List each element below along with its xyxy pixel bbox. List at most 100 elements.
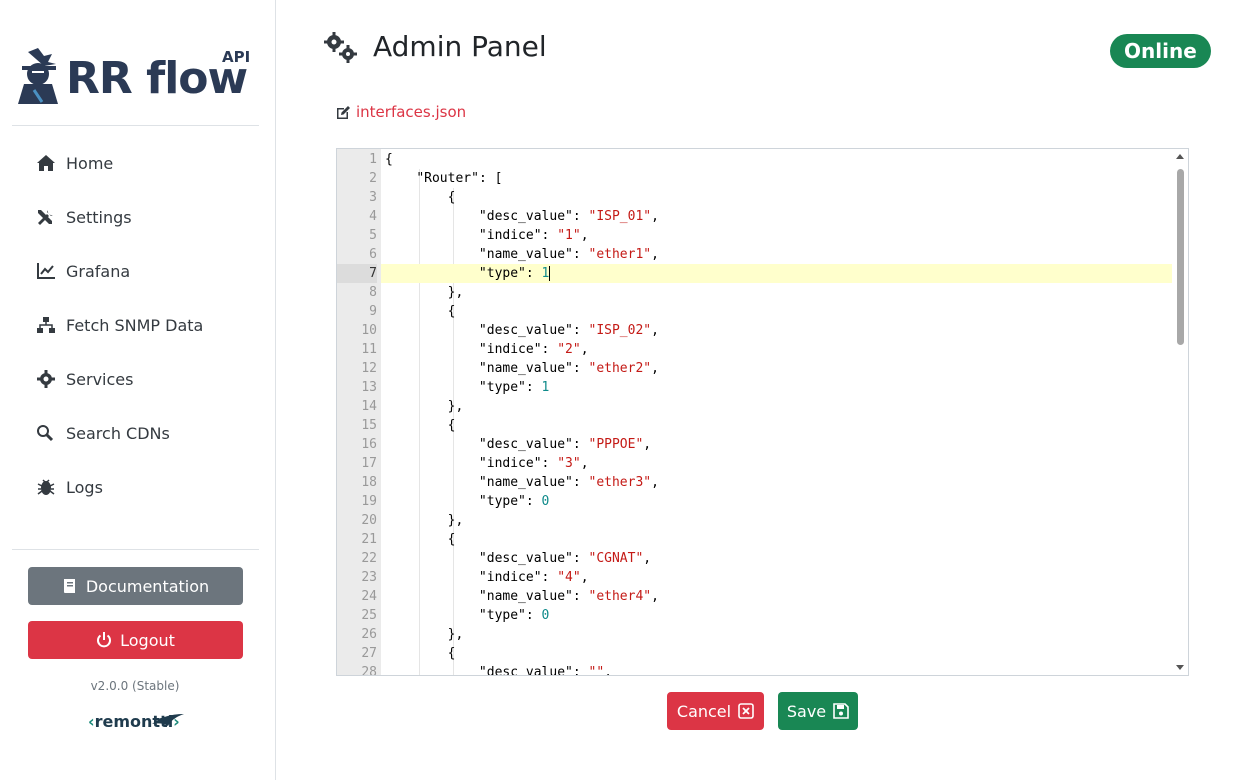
code-line[interactable]: "indice": "4", bbox=[381, 568, 1172, 587]
brand-bracket-right: › bbox=[173, 712, 180, 731]
code-line[interactable]: "desc_value": "", bbox=[381, 663, 1172, 675]
code-line[interactable]: }, bbox=[381, 511, 1172, 530]
sidebar-item-label: Settings bbox=[66, 207, 132, 227]
line-number: 18 bbox=[361, 475, 377, 490]
code-line[interactable]: { bbox=[381, 416, 1172, 435]
sidebar-item-label: Home bbox=[66, 153, 114, 173]
code-line-text: "type": 1 bbox=[478, 380, 550, 395]
code-line[interactable]: { bbox=[381, 644, 1172, 663]
sidebar-item-settings[interactable]: Settings bbox=[0, 190, 276, 244]
code-line[interactable]: { bbox=[381, 302, 1172, 321]
code-line[interactable]: "desc_value": "PPPOE", bbox=[381, 435, 1172, 454]
sidebar-item-logs[interactable]: Logs bbox=[0, 460, 276, 514]
code-line-text: "desc_value": "ISP_02", bbox=[478, 323, 659, 338]
code-line-text: { bbox=[385, 190, 456, 205]
line-number: 14 bbox=[361, 399, 377, 414]
floppy-disk-icon bbox=[833, 703, 849, 719]
code-line[interactable]: { bbox=[381, 150, 1172, 169]
line-number: 2 bbox=[369, 171, 377, 186]
power-icon bbox=[97, 632, 112, 648]
code-line[interactable]: "type": 0 bbox=[381, 492, 1172, 511]
code-line-text: "name_value": "ether3", bbox=[478, 475, 659, 490]
page-header: Admin Panel bbox=[323, 30, 547, 63]
tools-icon bbox=[38, 210, 53, 225]
sidebar-item-fetch-snmp[interactable]: Fetch SNMP Data bbox=[0, 298, 276, 352]
code-line-text: { bbox=[385, 532, 456, 547]
line-number: 23 bbox=[361, 570, 377, 585]
code-line[interactable]: "name_value": "ether2", bbox=[381, 359, 1172, 378]
code-line[interactable]: "Router": [ bbox=[381, 169, 1172, 188]
code-line-text: "indice": "3", bbox=[478, 456, 589, 471]
line-number: 12 bbox=[361, 361, 377, 376]
sidebar-item-label: Search CDNs bbox=[66, 423, 170, 443]
logout-button[interactable]: Logout bbox=[28, 621, 243, 659]
code-line[interactable]: "name_value": "ether1", bbox=[381, 245, 1172, 264]
code-line[interactable]: "desc_value": "ISP_02", bbox=[381, 321, 1172, 340]
code-line[interactable]: }, bbox=[381, 283, 1172, 302]
bird-icon bbox=[152, 714, 184, 726]
documentation-label: Documentation bbox=[85, 576, 210, 596]
line-number: 27 bbox=[361, 646, 377, 661]
app-logo[interactable]: RR flow API bbox=[14, 46, 254, 106]
scroll-up-arrow-icon[interactable] bbox=[1176, 154, 1184, 159]
code-line[interactable]: "desc_value": "CGNAT", bbox=[381, 549, 1172, 568]
gear-icon bbox=[37, 370, 55, 388]
code-line[interactable]: "type": 0 bbox=[381, 606, 1172, 625]
logout-label: Logout bbox=[120, 630, 175, 650]
scroll-thumb[interactable] bbox=[1177, 169, 1184, 345]
code-line-text: }, bbox=[385, 627, 464, 642]
code-line-text: "indice": "4", bbox=[478, 570, 589, 585]
code-line[interactable]: "indice": "3", bbox=[381, 454, 1172, 473]
sidebar-item-home[interactable]: Home bbox=[0, 136, 276, 190]
code-line[interactable]: "name_value": "ether3", bbox=[381, 473, 1172, 492]
logo-title: RR flow bbox=[66, 52, 248, 104]
code-line[interactable]: "name_value": "ether4", bbox=[381, 587, 1172, 606]
line-number: 1 bbox=[369, 152, 377, 167]
line-number: 5 bbox=[369, 228, 377, 243]
remontti-logo[interactable]: ‹remontti› bbox=[88, 712, 180, 731]
code-line-text: "indice": "2", bbox=[478, 342, 589, 357]
line-number: 28 bbox=[361, 665, 377, 676]
sidebar-item-grafana[interactable]: Grafana bbox=[0, 244, 276, 298]
code-line[interactable]: "indice": "1", bbox=[381, 226, 1172, 245]
code-line[interactable]: "desc_value": "ISP_01", bbox=[381, 207, 1172, 226]
code-line[interactable]: "type": 1 bbox=[381, 264, 1172, 283]
code-line-text: "type": 1 bbox=[478, 266, 551, 281]
code-line-text: "desc_value": "PPPOE", bbox=[478, 437, 652, 452]
indent-guide bbox=[453, 188, 454, 675]
code-line[interactable]: }, bbox=[381, 397, 1172, 416]
line-number: 16 bbox=[361, 437, 377, 452]
code-line[interactable]: "type": 1 bbox=[381, 378, 1172, 397]
sidebar-item-label: Grafana bbox=[66, 261, 131, 281]
code-line-text: { bbox=[385, 152, 393, 167]
sidebar-item-services[interactable]: Services bbox=[0, 352, 276, 406]
sidebar-item-label: Fetch SNMP Data bbox=[66, 315, 204, 335]
code-line-text: { bbox=[385, 304, 456, 319]
save-button[interactable]: Save bbox=[778, 692, 858, 730]
sidebar-item-label: Services bbox=[66, 369, 134, 389]
cancel-label: Cancel bbox=[676, 701, 732, 721]
code-line[interactable]: "indice": "2", bbox=[381, 340, 1172, 359]
code-line-text: { bbox=[385, 646, 456, 661]
bug-icon bbox=[37, 479, 55, 495]
home-icon bbox=[37, 155, 55, 171]
sidebar-divider bbox=[12, 549, 259, 550]
code-area[interactable]: { "Router": [ { "desc_value": "ISP_01", … bbox=[381, 149, 1172, 675]
line-number: 4 bbox=[369, 209, 377, 224]
code-line-text: "name_value": "ether1", bbox=[478, 247, 659, 262]
line-number: 8 bbox=[369, 285, 377, 300]
documentation-button[interactable]: Documentation bbox=[28, 567, 243, 605]
editor-scrollbar[interactable] bbox=[1172, 149, 1188, 675]
file-name: interfaces.json bbox=[356, 103, 467, 121]
file-link[interactable]: interfaces.json bbox=[336, 103, 466, 121]
code-line[interactable]: { bbox=[381, 188, 1172, 207]
line-number: 22 bbox=[361, 551, 377, 566]
chart-line-icon bbox=[37, 263, 55, 279]
scroll-down-arrow-icon[interactable] bbox=[1176, 665, 1184, 670]
code-line[interactable]: { bbox=[381, 530, 1172, 549]
cancel-button[interactable]: Cancel bbox=[667, 692, 764, 730]
sidebar-item-search-cdns[interactable]: Search CDNs bbox=[0, 406, 276, 460]
code-line[interactable]: }, bbox=[381, 625, 1172, 644]
